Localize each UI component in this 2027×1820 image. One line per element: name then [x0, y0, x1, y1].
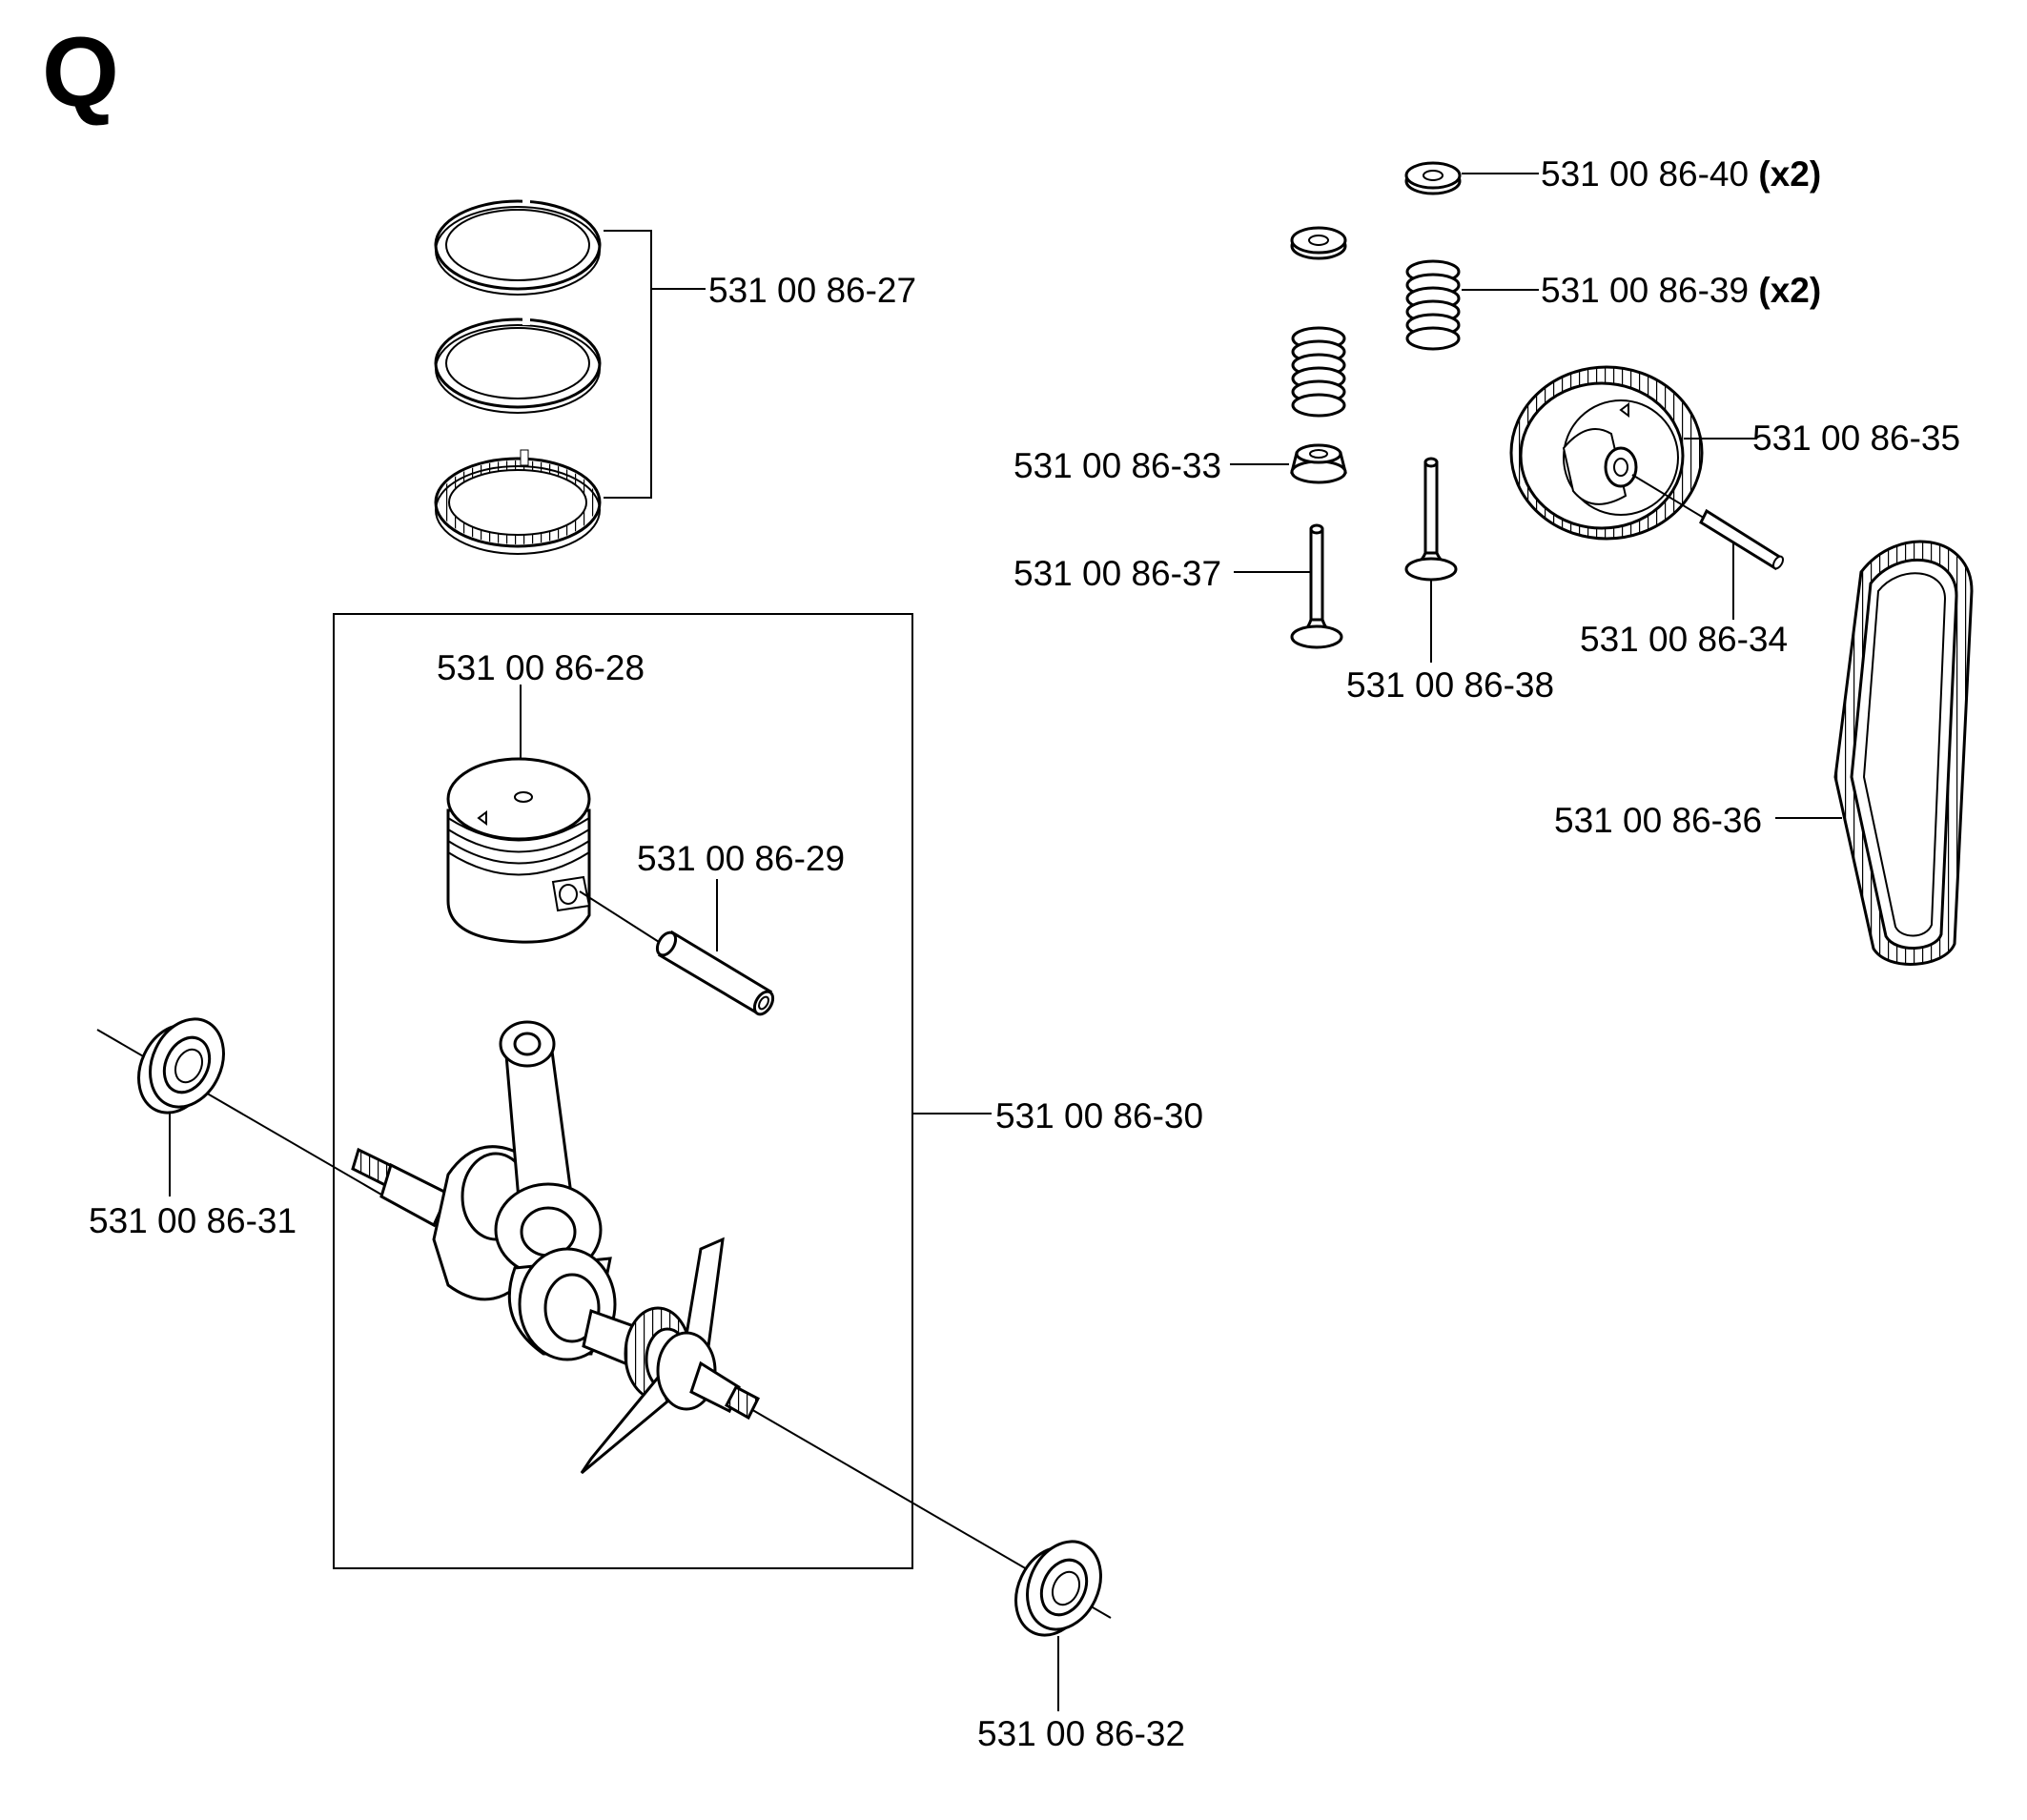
part-number: 531 00 86-40: [1541, 154, 1750, 194]
part-label-27: 531 00 86-27: [708, 273, 916, 308]
part-number: 531 00 86-38: [1346, 665, 1555, 705]
part-label-38: 531 00 86-38: [1346, 667, 1554, 703]
valve-spring: [1291, 259, 1461, 418]
valve-stem-seal: [1290, 443, 1347, 484]
part-label-32: 531 00 86-32: [977, 1716, 1185, 1751]
part-number: 531 00 86-32: [977, 1714, 1186, 1753]
part-label-35: 531 00 86-35: [1752, 420, 1960, 456]
part-number: 531 00 86-27: [708, 271, 917, 310]
leader-ring-set: [604, 230, 706, 499]
piston: [446, 757, 591, 944]
part-number: 531 00 86-35: [1752, 419, 1961, 458]
piston-ring-top: [434, 191, 602, 296]
part-number: 531 00 86-39: [1541, 271, 1750, 310]
part-label-39: 531 00 86-39 (x2): [1541, 273, 1821, 308]
part-number: 531 00 86-37: [1014, 554, 1222, 593]
part-number: 531 00 86-36: [1554, 801, 1763, 840]
piston-ring-oil: [434, 449, 602, 555]
crankshaft-assembly: [351, 1020, 761, 1475]
part-label-30: 531 00 86-30: [995, 1098, 1203, 1134]
section-letter: Q: [42, 17, 119, 128]
part-label-33: 531 00 86-33: [1014, 448, 1221, 483]
part-quantity: (x2): [1758, 271, 1822, 310]
part-label-28: 531 00 86-28: [437, 650, 645, 685]
part-label-37: 531 00 86-37: [1014, 556, 1221, 591]
piston-pin: [579, 890, 775, 1016]
part-number: 531 00 86-31: [89, 1201, 297, 1240]
part-number: 531 00 86-33: [1014, 446, 1222, 485]
timing-belt: [1833, 540, 1974, 966]
part-number: 531 00 86-34: [1580, 620, 1789, 659]
camshaft-gear: [1509, 365, 1704, 541]
part-label-36: 531 00 86-36: [1554, 803, 1762, 838]
part-label-29: 531 00 86-29: [637, 841, 845, 876]
part-label-40: 531 00 86-40 (x2): [1541, 156, 1821, 192]
part-label-31: 531 00 86-31: [89, 1203, 297, 1238]
piston-ring-set: [434, 191, 602, 555]
part-quantity: (x2): [1758, 154, 1822, 194]
kit-outline-box: [333, 613, 913, 1569]
part-number: 531 00 86-29: [637, 839, 846, 878]
valve-retainer: [1290, 161, 1462, 260]
part-number: 531 00 86-30: [995, 1096, 1204, 1135]
valve-exhaust: [1404, 457, 1458, 582]
camshaft-pin: [1631, 474, 1785, 571]
oil-seal-right: [1014, 1540, 1102, 1637]
piston-ring-middle: [434, 310, 602, 414]
part-number: 531 00 86-28: [437, 648, 645, 687]
part-label-34: 531 00 86-34: [1580, 622, 1788, 657]
oil-seal-left: [137, 1017, 225, 1114]
valve-intake: [1290, 523, 1343, 649]
